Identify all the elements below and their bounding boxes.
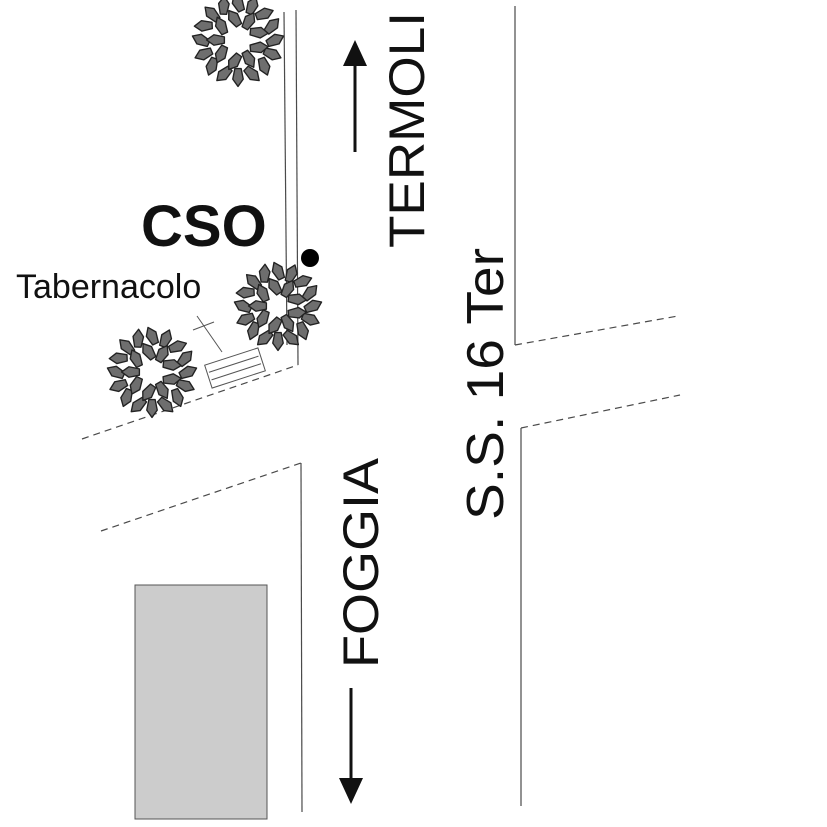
- tabernacle-icon: [192, 315, 266, 389]
- side-roads: [81, 315, 681, 532]
- arrow-down-icon: [339, 688, 363, 804]
- bush-icon: [106, 326, 198, 419]
- trees: [106, 0, 323, 419]
- location-dot-icon: [301, 249, 319, 267]
- building: [134, 584, 268, 820]
- road-edge-west-north: [295, 9, 299, 366]
- bush-icon: [233, 261, 323, 352]
- road-edge-west-south: [300, 462, 303, 813]
- landmark-label: Tabernacolo: [16, 268, 201, 306]
- side-road-west-north-edge: [81, 364, 299, 440]
- side-road-west-south-edge: [100, 462, 302, 532]
- direction-label-foggia: FOGGIA: [333, 457, 389, 668]
- bush-icon: [191, 0, 285, 88]
- direction-label-termoli: TERMOLI: [379, 12, 435, 248]
- arrow-up-icon: [343, 40, 367, 152]
- road-name-label: S.S. 16 Ter: [457, 248, 515, 520]
- side-road-east-south-edge: [520, 394, 681, 429]
- side-road-east-north-edge: [514, 315, 679, 346]
- cso-label: CSO: [141, 194, 267, 259]
